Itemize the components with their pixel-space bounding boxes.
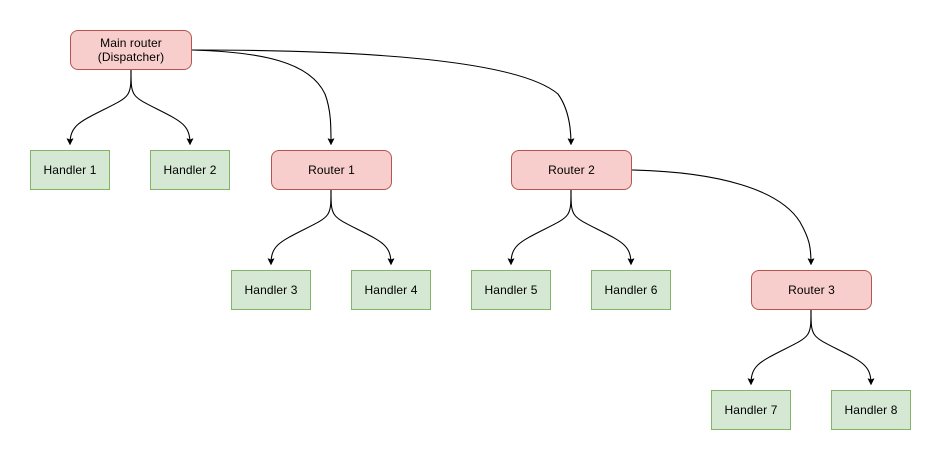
node-label-main-router: Main router (Dispatcher)	[97, 36, 165, 64]
edge-main-to-handler-2	[130, 69, 190, 144]
node-label-handler-5: Handler 5	[484, 283, 538, 297]
node-label-handler-3: Handler 3	[244, 283, 298, 297]
node-handler-7[interactable]: Handler 7	[711, 390, 791, 430]
node-label-handler-2: Handler 2	[163, 163, 217, 177]
edge-router-2-to-handler-5	[511, 189, 572, 264]
edge-router-1-to-handler-4	[330, 189, 391, 264]
node-router-1[interactable]: Router 1	[271, 150, 392, 190]
node-handler-3[interactable]: Handler 3	[231, 270, 311, 310]
edges-group	[70, 49, 871, 384]
node-handler-6[interactable]: Handler 6	[591, 270, 671, 310]
node-label-router-1: Router 1	[308, 163, 355, 177]
edge-main-to-router-2	[191, 49, 571, 144]
node-handler-8[interactable]: Handler 8	[831, 390, 911, 430]
node-label-router-2: Router 2	[548, 163, 595, 177]
node-label-handler-7: Handler 7	[724, 403, 778, 417]
node-label-handler-8: Handler 8	[844, 403, 898, 417]
node-router-2[interactable]: Router 2	[511, 150, 632, 190]
edge-router-2-to-handler-6	[570, 189, 631, 264]
node-handler-5[interactable]: Handler 5	[471, 270, 551, 310]
edge-router-2-to-router-3	[631, 169, 811, 264]
node-handler-4[interactable]: Handler 4	[351, 270, 431, 310]
edge-router-3-to-handler-7	[751, 309, 812, 384]
edge-router-3-to-handler-8	[810, 309, 871, 384]
edge-main-to-handler-1	[70, 69, 132, 144]
edge-main-to-router-1	[191, 49, 331, 144]
node-label-handler-4: Handler 4	[364, 283, 418, 297]
node-label-handler-6: Handler 6	[604, 283, 658, 297]
node-handler-1[interactable]: Handler 1	[30, 150, 110, 190]
node-main-router[interactable]: Main router (Dispatcher)	[70, 30, 192, 70]
node-label-router-3: Router 3	[788, 283, 835, 297]
node-router-3[interactable]: Router 3	[751, 270, 872, 310]
node-label-handler-1: Handler 1	[43, 163, 97, 177]
node-handler-2[interactable]: Handler 2	[150, 150, 230, 190]
edge-router-1-to-handler-3	[271, 189, 332, 264]
